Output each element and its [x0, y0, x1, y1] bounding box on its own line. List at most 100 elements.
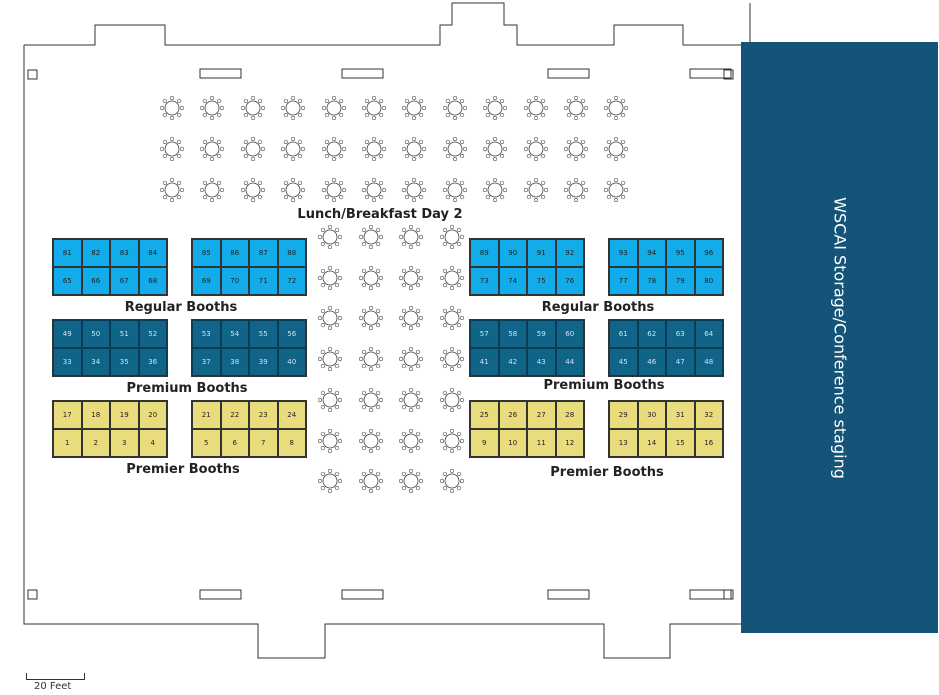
booth-74[interactable]: 74 — [498, 267, 527, 295]
booth-58[interactable]: 58 — [498, 320, 527, 348]
round-table-icon — [281, 178, 306, 202]
booth-3[interactable]: 3 — [110, 429, 139, 457]
booth-87[interactable]: 87 — [249, 239, 278, 267]
booth-4[interactable]: 4 — [138, 429, 167, 457]
booth-11[interactable]: 11 — [527, 429, 556, 457]
booth-32[interactable]: 32 — [694, 401, 723, 429]
booth-86[interactable]: 86 — [220, 239, 249, 267]
booth-17[interactable]: 17 — [53, 401, 82, 429]
booth-88[interactable]: 88 — [277, 239, 306, 267]
booth-57[interactable]: 57 — [470, 320, 499, 348]
booth-85[interactable]: 85 — [192, 239, 221, 267]
booth-62[interactable]: 62 — [637, 320, 666, 348]
booth-31[interactable]: 31 — [666, 401, 695, 429]
booth-5[interactable]: 5 — [192, 429, 221, 457]
booth-65[interactable]: 65 — [53, 267, 82, 295]
booth-89[interactable]: 89 — [470, 239, 499, 267]
booth-10[interactable]: 10 — [498, 429, 527, 457]
booth-64[interactable]: 64 — [694, 320, 723, 348]
booth-83[interactable]: 83 — [110, 239, 139, 267]
booth-67[interactable]: 67 — [110, 267, 139, 295]
booth-91[interactable]: 91 — [527, 239, 556, 267]
booth-76[interactable]: 76 — [555, 267, 584, 295]
booth-12[interactable]: 12 — [555, 429, 584, 457]
booth-51[interactable]: 51 — [110, 320, 139, 348]
booth-59[interactable]: 59 — [527, 320, 556, 348]
booth-50[interactable]: 50 — [81, 320, 110, 348]
booth-18[interactable]: 18 — [81, 401, 110, 429]
booth-46[interactable]: 46 — [637, 348, 666, 376]
booth-35[interactable]: 35 — [110, 348, 139, 376]
booth-28[interactable]: 28 — [555, 401, 584, 429]
booth-42[interactable]: 42 — [498, 348, 527, 376]
booth-7[interactable]: 7 — [249, 429, 278, 457]
booth-13[interactable]: 13 — [609, 429, 638, 457]
booth-63[interactable]: 63 — [666, 320, 695, 348]
booth-52[interactable]: 52 — [138, 320, 167, 348]
booth-36[interactable]: 36 — [138, 348, 167, 376]
booth-16[interactable]: 16 — [694, 429, 723, 457]
booth-24[interactable]: 24 — [277, 401, 306, 429]
booth-77[interactable]: 77 — [609, 267, 638, 295]
booth-8[interactable]: 8 — [277, 429, 306, 457]
booth-19[interactable]: 19 — [110, 401, 139, 429]
booth-34[interactable]: 34 — [81, 348, 110, 376]
booth-70[interactable]: 70 — [220, 267, 249, 295]
booth-25[interactable]: 25 — [470, 401, 499, 429]
booth-41[interactable]: 41 — [470, 348, 499, 376]
booth-72[interactable]: 72 — [277, 267, 306, 295]
booth-23[interactable]: 23 — [249, 401, 278, 429]
booth-14[interactable]: 14 — [637, 429, 666, 457]
booth-79[interactable]: 79 — [666, 267, 695, 295]
booth-1[interactable]: 1 — [53, 429, 82, 457]
booth-68[interactable]: 68 — [138, 267, 167, 295]
booth-60[interactable]: 60 — [555, 320, 584, 348]
booth-61[interactable]: 61 — [609, 320, 638, 348]
booth-15[interactable]: 15 — [666, 429, 695, 457]
booth-96[interactable]: 96 — [694, 239, 723, 267]
booth-44[interactable]: 44 — [555, 348, 584, 376]
booth-75[interactable]: 75 — [527, 267, 556, 295]
booth-45[interactable]: 45 — [609, 348, 638, 376]
booth-94[interactable]: 94 — [637, 239, 666, 267]
round-table-icon — [440, 387, 465, 412]
booth-40[interactable]: 40 — [277, 348, 306, 376]
booth-81[interactable]: 81 — [53, 239, 82, 267]
booth-90[interactable]: 90 — [498, 239, 527, 267]
round-table-icon — [362, 96, 386, 120]
booth-43[interactable]: 43 — [527, 348, 556, 376]
booth-56[interactable]: 56 — [277, 320, 306, 348]
booth-39[interactable]: 39 — [249, 348, 278, 376]
booth-47[interactable]: 47 — [666, 348, 695, 376]
booth-73[interactable]: 73 — [470, 267, 499, 295]
booth-26[interactable]: 26 — [498, 401, 527, 429]
booth-54[interactable]: 54 — [220, 320, 249, 348]
booth-30[interactable]: 30 — [637, 401, 666, 429]
booth-37[interactable]: 37 — [192, 348, 221, 376]
booth-9[interactable]: 9 — [470, 429, 499, 457]
booth-55[interactable]: 55 — [249, 320, 278, 348]
booth-29[interactable]: 29 — [609, 401, 638, 429]
booth-78[interactable]: 78 — [637, 267, 666, 295]
booth-66[interactable]: 66 — [81, 267, 110, 295]
booth-48[interactable]: 48 — [694, 348, 723, 376]
booth-95[interactable]: 95 — [666, 239, 695, 267]
booth-38[interactable]: 38 — [220, 348, 249, 376]
booth-20[interactable]: 20 — [138, 401, 167, 429]
booth-21[interactable]: 21 — [192, 401, 221, 429]
booth-22[interactable]: 22 — [220, 401, 249, 429]
booth-92[interactable]: 92 — [555, 239, 584, 267]
booth-71[interactable]: 71 — [249, 267, 278, 295]
booth-27[interactable]: 27 — [527, 401, 556, 429]
booth-33[interactable]: 33 — [53, 348, 82, 376]
booth-93[interactable]: 93 — [609, 239, 638, 267]
booth-6[interactable]: 6 — [220, 429, 249, 457]
booth-53[interactable]: 53 — [192, 320, 221, 348]
booth-80[interactable]: 80 — [694, 267, 723, 295]
booth-69[interactable]: 69 — [192, 267, 221, 295]
booth-49[interactable]: 49 — [53, 320, 82, 348]
booth-82[interactable]: 82 — [81, 239, 110, 267]
booth-84[interactable]: 84 — [138, 239, 167, 267]
booth-2[interactable]: 2 — [81, 429, 110, 457]
